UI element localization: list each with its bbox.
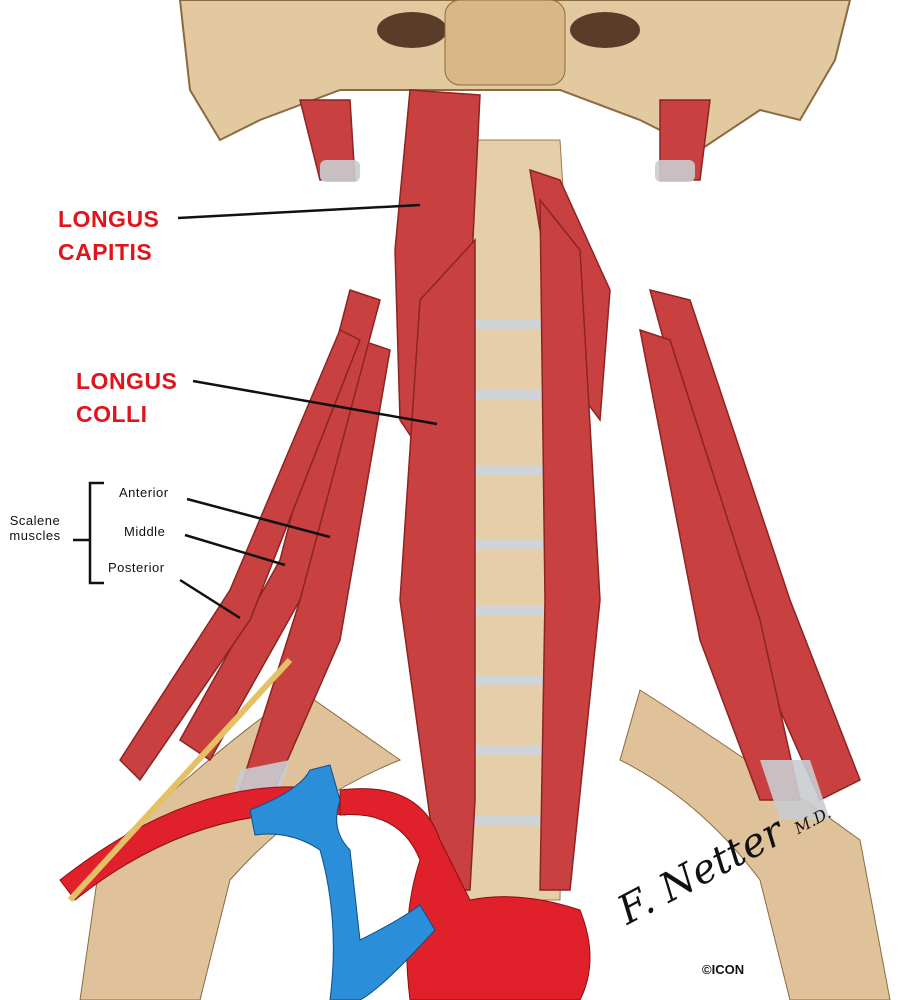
label-line: LONGUS bbox=[58, 206, 160, 232]
label-line: Scalene bbox=[9, 513, 61, 528]
longus-colli-right bbox=[539, 197, 601, 891]
label-line: muscles bbox=[9, 528, 61, 543]
longus-colli-left bbox=[399, 238, 476, 891]
leader-middle bbox=[184, 533, 286, 567]
label-longus-capitis: LONGUS CAPITIS bbox=[58, 203, 159, 269]
intervertebral-discs bbox=[470, 320, 560, 825]
label-scalene-muscles: Scalene muscles bbox=[2, 513, 68, 543]
brachiocephalic-vein bbox=[249, 764, 436, 1000]
label-anterior: Anterior bbox=[119, 485, 169, 500]
label-posterior: Posterior bbox=[108, 560, 165, 575]
scalene-posterior-left bbox=[119, 328, 361, 782]
label-line: CAPITIS bbox=[58, 239, 153, 265]
leader-longus-capitis bbox=[177, 203, 421, 220]
first-rib-right bbox=[619, 689, 891, 1000]
label-longus-colli: LONGUS COLLI bbox=[76, 365, 177, 431]
leader-anterior bbox=[186, 497, 331, 539]
scalene-bracket bbox=[73, 481, 104, 585]
copyright-mark: ©ICON bbox=[702, 962, 745, 977]
label-line: LONGUS bbox=[76, 368, 178, 394]
brachial-plexus bbox=[67, 657, 293, 903]
muscles bbox=[119, 89, 861, 891]
leader-posterior bbox=[179, 578, 241, 620]
leader-longus-colli bbox=[192, 379, 438, 426]
label-middle: Middle bbox=[124, 524, 166, 539]
label-line: COLLI bbox=[76, 401, 148, 427]
leader-lines bbox=[73, 203, 438, 620]
aortic-arch bbox=[339, 788, 591, 1000]
